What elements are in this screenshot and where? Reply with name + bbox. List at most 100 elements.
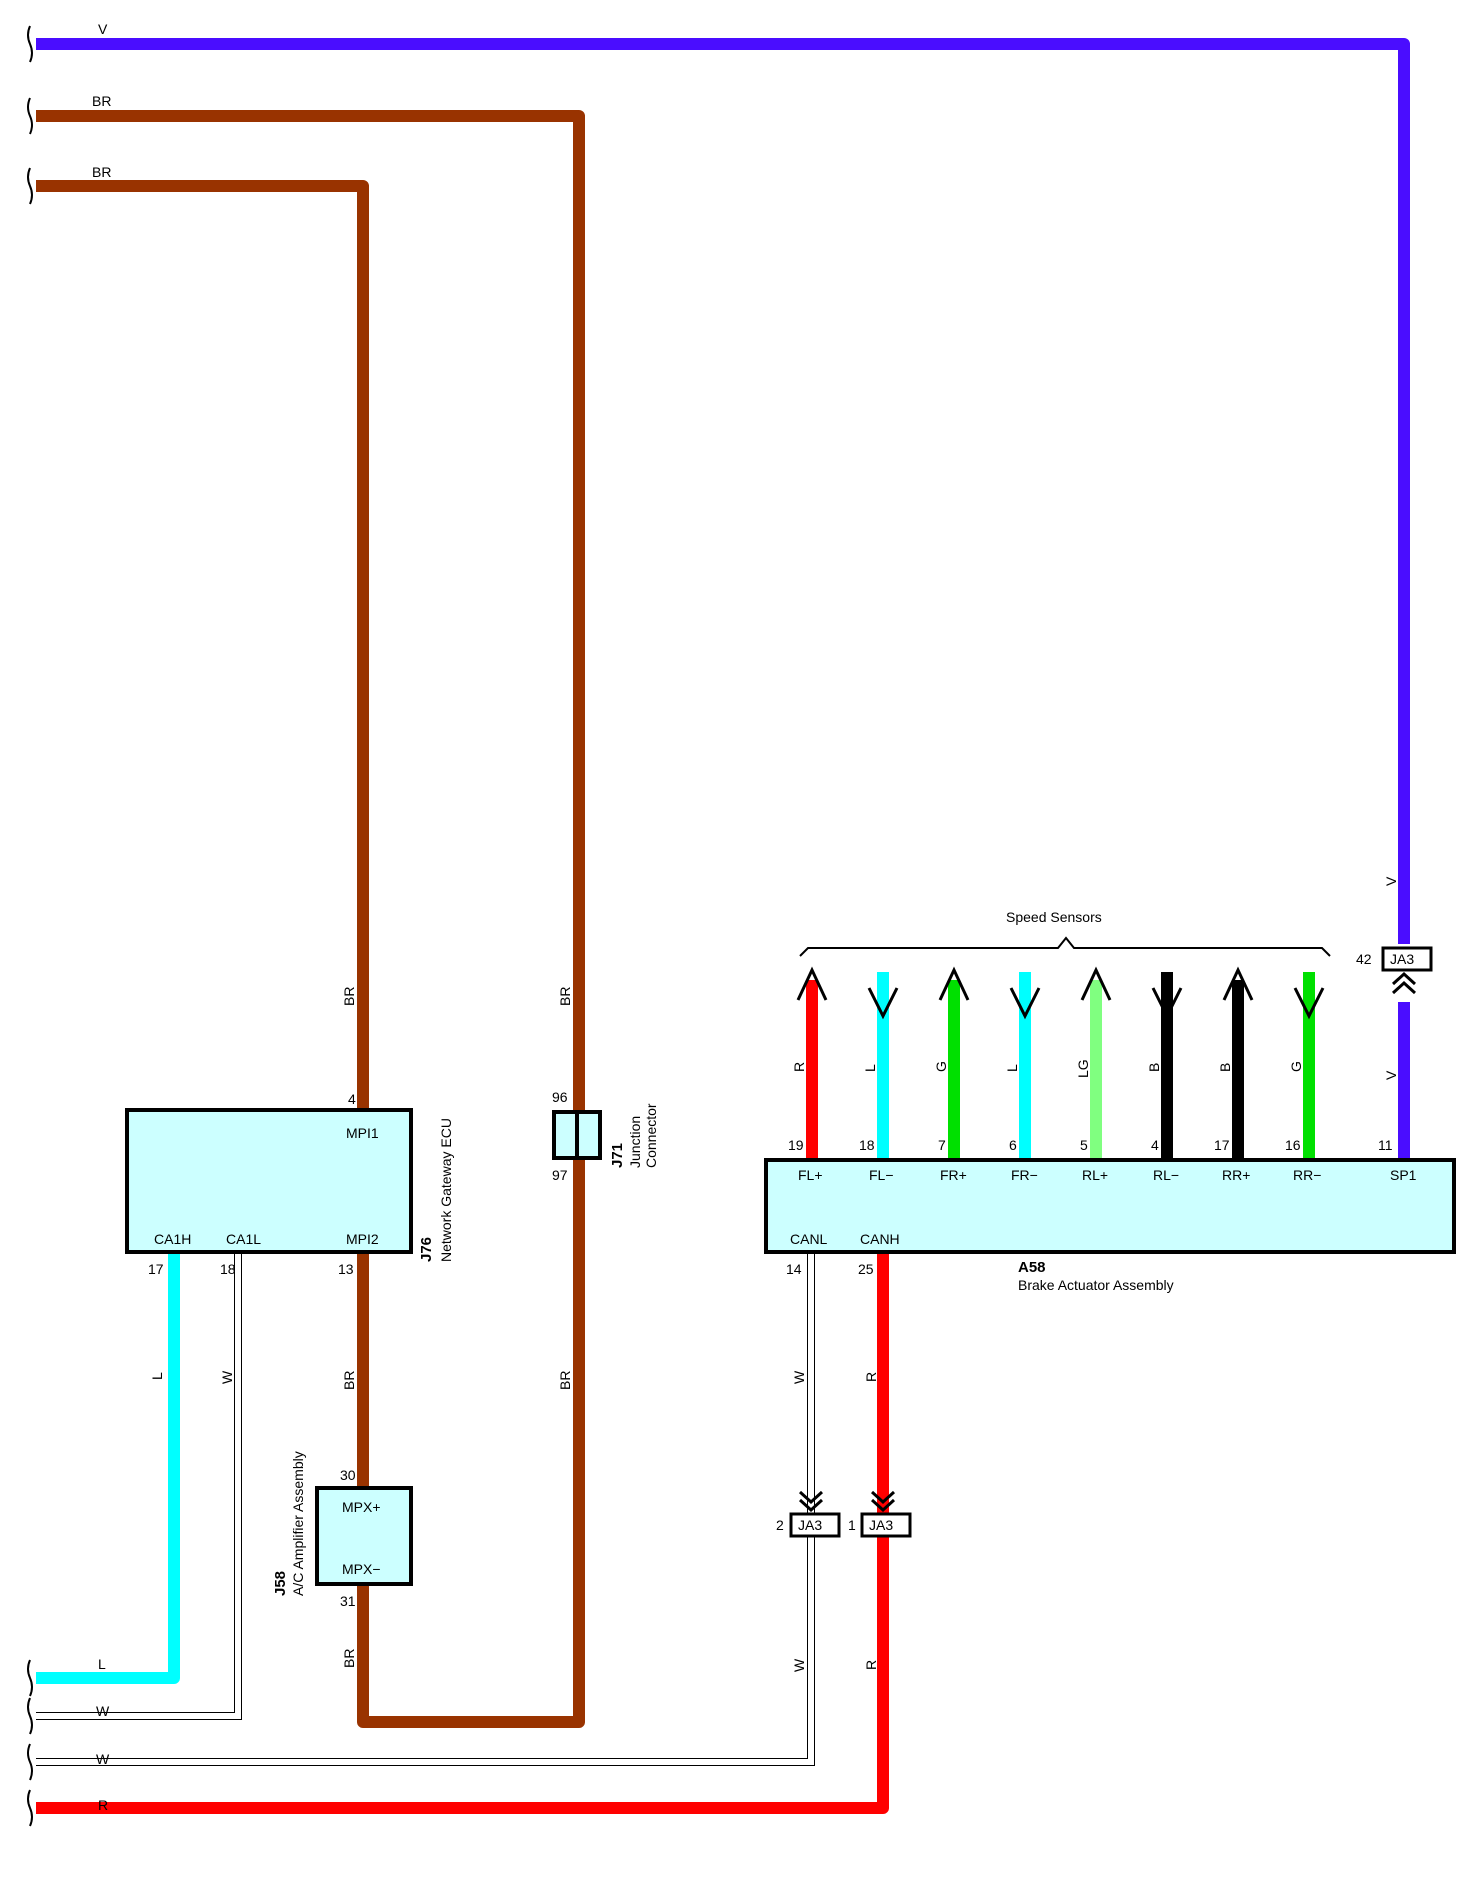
pin-number-fl-minus: 18 <box>859 1137 875 1153</box>
pin-number-rl-plus: 5 <box>1080 1137 1088 1153</box>
pin-number-rr-plus: 17 <box>1214 1137 1230 1153</box>
pin-label-rl-minus: RL− <box>1153 1167 1179 1183</box>
pin-label-fr-minus: FR− <box>1011 1167 1038 1183</box>
speed-sensors-bracket <box>799 936 1331 957</box>
ja3-label-canh: JA3 <box>869 1517 893 1533</box>
pin-number-sp1: 11 <box>1378 1137 1393 1153</box>
pin-label-mpi1: MPI1 <box>346 1125 379 1141</box>
wire-break-icon <box>27 167 33 205</box>
label-wire-g: G <box>933 1061 949 1072</box>
wire-br-inner <box>36 180 369 1110</box>
arrow-up-icon <box>1080 966 1112 1001</box>
pin-label-fl-minus: FL− <box>869 1167 894 1183</box>
pin-label-mpx-minus: MPX− <box>342 1561 381 1577</box>
pin-label-sp1: SP1 <box>1390 1167 1417 1183</box>
brake-actuator-code: A58 <box>1018 1259 1046 1276</box>
junction-code: J71 <box>609 1143 626 1168</box>
connector-chevron-icon <box>870 1490 896 1505</box>
pin-number-rl-minus: 4 <box>1151 1137 1159 1153</box>
arrow-up-icon <box>938 966 970 1001</box>
pin-number-mpx-minus: 31 <box>340 1593 356 1609</box>
network-gateway-ecu <box>125 1108 413 1254</box>
pin-number-canh: 25 <box>858 1261 874 1277</box>
pin-number-rr-minus: 16 <box>1285 1137 1301 1153</box>
label-wire-l: L <box>149 1372 165 1380</box>
connector-chevron-icon <box>1391 980 1417 995</box>
wire-break-icon <box>27 1659 33 1697</box>
wire-w-ca1l-core <box>36 1252 241 1719</box>
connector-chevron-icon <box>798 1490 824 1505</box>
wire-l-ca1h <box>36 1252 180 1684</box>
pin-label-ca1l: CA1L <box>226 1231 261 1247</box>
brake-actuator-name: Brake Actuator Assembly <box>1018 1277 1174 1293</box>
wire-w-ca1l <box>36 1252 242 1720</box>
pin-label-ca1h: CA1H <box>154 1231 191 1247</box>
label-wire-br: BR <box>92 93 111 109</box>
pin-label-rl-plus: RL+ <box>1082 1167 1108 1183</box>
label-wire-br: BR <box>341 1649 357 1668</box>
pin-label-fl-plus: FL+ <box>798 1167 823 1183</box>
ja3-connector-canh <box>860 1512 912 1538</box>
pin-label-rr-minus: RR− <box>1293 1167 1321 1183</box>
pin-label-fr-plus: FR+ <box>940 1167 967 1183</box>
connector-chevron-icon <box>798 1498 824 1513</box>
pin-label-canh: CANH <box>860 1231 900 1247</box>
network-gateway-name: Network Gateway ECU <box>438 1118 454 1262</box>
ja3-label-top: JA3 <box>1390 951 1414 967</box>
ja3-pin-canh: 1 <box>848 1517 856 1533</box>
ja3-pin-top: 42 <box>1356 951 1372 967</box>
wire-w-canl <box>36 1252 815 1766</box>
ja3-connector-canl <box>789 1512 841 1538</box>
label-wire-br: BR <box>341 1371 357 1390</box>
pin-number-ca1l: 18 <box>220 1261 236 1277</box>
label-wire-w: W <box>791 1658 807 1672</box>
wire-break-icon <box>27 25 33 63</box>
arrow-up-icon <box>1222 966 1254 1001</box>
label-wire-br: BR <box>557 1371 573 1390</box>
arrow-down-icon <box>867 987 899 1020</box>
label-wire-v: V <box>1383 1070 1399 1080</box>
pin-label-mpx-plus: MPX+ <box>342 1499 381 1515</box>
junction-pin-bottom: 97 <box>552 1167 568 1183</box>
label-wire-br: BR <box>557 987 573 1006</box>
label-wire-g: G <box>1288 1061 1304 1072</box>
label-wire-b: B <box>1146 1063 1162 1072</box>
ac-amplifier-name: A/C Amplifier Assembly <box>290 1451 306 1596</box>
label-wire-v: V <box>1383 876 1399 886</box>
wire-r-canh <box>36 1252 889 1814</box>
wire-break-icon <box>27 1789 33 1827</box>
junction-name-line2: Connector <box>643 1103 659 1168</box>
pin-number-fr-plus: 7 <box>938 1137 946 1153</box>
network-gateway-code: J76 <box>418 1237 435 1262</box>
pin-label-rr-plus: RR+ <box>1222 1167 1250 1183</box>
ac-amplifier-assembly <box>315 1486 413 1586</box>
wire-break-icon <box>27 1697 33 1735</box>
pin-number-mpx-plus: 30 <box>340 1467 356 1483</box>
brake-actuator-assembly <box>764 1158 1456 1254</box>
pin-label-mpi2: MPI2 <box>346 1231 379 1247</box>
arrow-down-icon <box>1293 987 1325 1020</box>
junction-name-line1: Junction <box>627 1116 643 1168</box>
pin-number-mpi1: 4 <box>348 1091 356 1107</box>
label-wire-r: R <box>98 1797 108 1813</box>
wire-w-canl-core <box>36 1252 814 1765</box>
pin-number-canl: 14 <box>786 1261 802 1277</box>
label-wire-lg: LG <box>1075 1059 1091 1078</box>
label-wire-r: R <box>863 1372 879 1382</box>
pin-number-fr-minus: 6 <box>1009 1137 1017 1153</box>
label-wire-r: R <box>791 1062 807 1072</box>
wire-br-outer <box>36 110 585 1728</box>
wire-break-icon <box>27 97 33 135</box>
wire-break-icon <box>27 1743 33 1781</box>
label-wire-r: R <box>863 1660 879 1670</box>
label-wire-w: W <box>96 1751 110 1767</box>
pin-number-fl-plus: 19 <box>788 1137 804 1153</box>
connector-chevron-icon <box>870 1498 896 1513</box>
ac-amplifier-code: J58 <box>272 1571 289 1596</box>
label-wire-br: BR <box>341 987 357 1006</box>
label-wire-l: L <box>862 1064 878 1072</box>
ja3-pin-canl: 2 <box>776 1517 784 1533</box>
wire-v <box>36 38 1410 944</box>
arrow-up-icon <box>796 966 828 1001</box>
